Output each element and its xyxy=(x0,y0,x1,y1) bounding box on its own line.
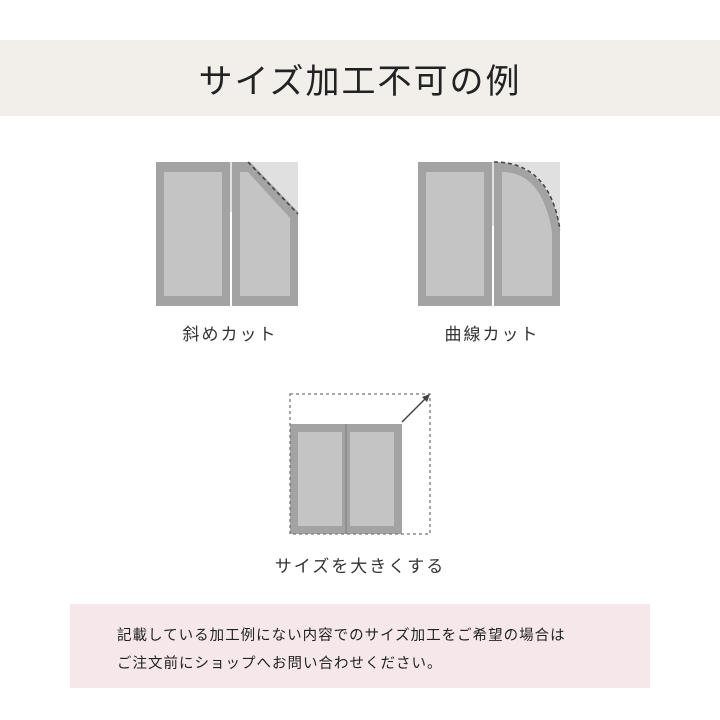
right-door-panel xyxy=(502,172,552,296)
header-band: サイズ加工不可の例 xyxy=(0,40,720,116)
diagonal-cut-caption: 斜めカット xyxy=(182,325,278,345)
curved-cut-figure xyxy=(412,156,572,312)
curved-cut-caption: 曲線カット xyxy=(444,325,540,345)
right-door-panel xyxy=(240,172,290,296)
diagonal-cut-figure xyxy=(150,156,310,312)
cut-line xyxy=(493,161,561,231)
diagonal-cut-icon xyxy=(156,161,299,306)
left-door-panel xyxy=(298,432,342,526)
left-door-panel xyxy=(426,172,484,296)
curved-cut-icon xyxy=(418,161,561,306)
enlarge-caption: サイズを大きくする xyxy=(274,557,446,577)
note-line-2: ご注文前にショップへお問い合わせください。 xyxy=(117,656,443,672)
enlarge-figure xyxy=(284,388,438,540)
note-box: 記載している加工例にない内容でのサイズ加工をご希望の場合は ご注文前にショップへ… xyxy=(70,604,650,688)
arrow-head-icon xyxy=(422,394,430,402)
left-door-panel xyxy=(164,172,222,296)
right-door-panel xyxy=(350,432,394,526)
arrow-line xyxy=(401,397,427,423)
note-line-1: 記載している加工例にない内容でのサイズ加工をご希望の場合は xyxy=(117,628,566,644)
cut-line xyxy=(247,161,299,215)
page-title: サイズ加工不可の例 xyxy=(198,61,522,102)
enlarged-outline xyxy=(289,393,431,535)
enlarge-icon xyxy=(289,393,431,535)
